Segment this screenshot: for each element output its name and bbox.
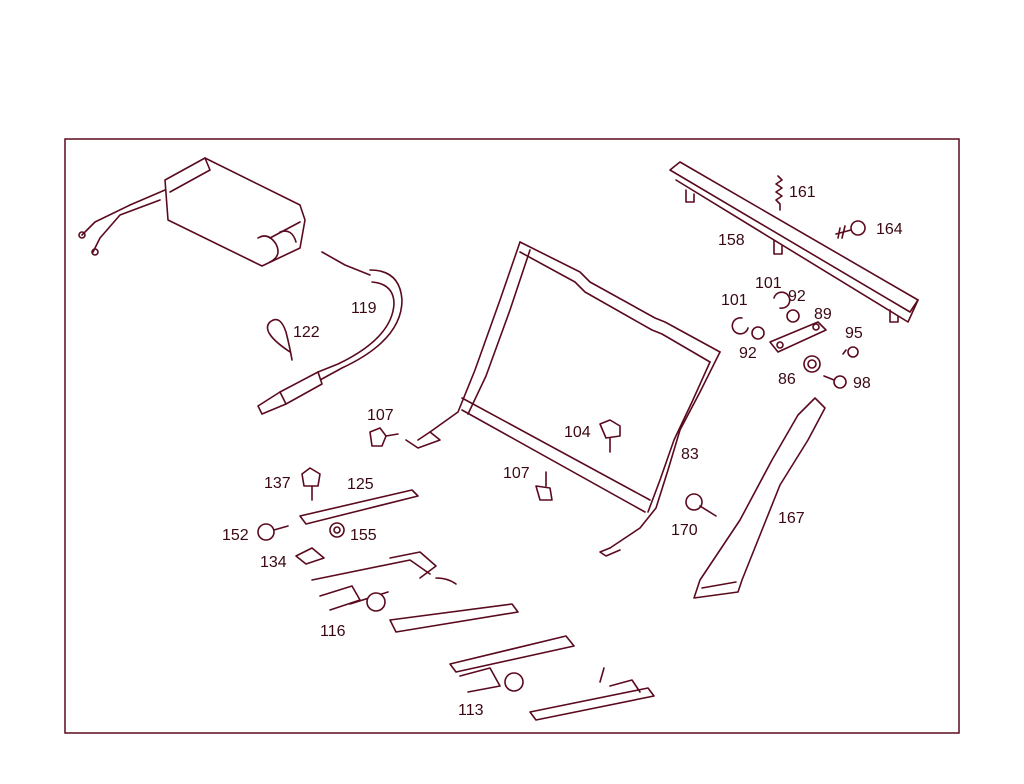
frame-part-83 (405, 241, 721, 557)
label-158: 158 (718, 232, 745, 249)
bolt-part-107a (369, 427, 399, 447)
label-152: 152 (222, 527, 249, 544)
trim-part-167 (693, 397, 826, 599)
bolt-part-152 (257, 523, 289, 541)
label-125: 125 (347, 476, 374, 493)
strip-part-125 (299, 489, 419, 525)
track-part-113 (449, 635, 655, 721)
bolt-part-104 (599, 419, 621, 453)
label-98: 98 (853, 375, 871, 392)
label-92-upper: 92 (788, 288, 806, 305)
label-101-lower: 101 (721, 292, 748, 309)
small-parts-group (731, 291, 859, 389)
label-95: 95 (845, 325, 863, 342)
label-89: 89 (814, 306, 832, 323)
screw-part-170 (685, 493, 717, 517)
label-83: 83 (681, 446, 699, 463)
label-134: 134 (260, 554, 287, 571)
label-164: 164 (876, 221, 903, 238)
label-86: 86 (778, 371, 796, 388)
bolt-part-107b (535, 471, 553, 501)
label-119: 119 (351, 300, 377, 317)
track-part-116 (311, 551, 519, 633)
diagram-border (64, 138, 960, 734)
clip-part-122 (266, 318, 293, 361)
label-161: 161 (789, 184, 816, 201)
label-170: 170 (671, 522, 698, 539)
cable-part-119 (257, 251, 403, 415)
label-155: 155 (350, 527, 377, 544)
label-122: 122 (293, 324, 320, 341)
spring-part-161 (775, 175, 783, 211)
label-101-upper: 101 (755, 275, 782, 292)
label-107-upper: 107 (367, 407, 394, 424)
label-113: 113 (458, 702, 484, 719)
label-92-lower: 92 (739, 345, 757, 362)
nut-part-155 (329, 522, 345, 538)
label-167: 167 (778, 510, 805, 527)
screw-part-164 (835, 220, 866, 239)
clip-part-134 (295, 547, 325, 565)
label-116: 116 (320, 623, 346, 640)
label-107-lower: 107 (503, 465, 530, 482)
rail-part-158 (669, 161, 919, 323)
label-137: 137 (264, 475, 291, 492)
label-104: 104 (564, 424, 591, 441)
bolt-part-137 (301, 467, 321, 501)
motor-unit-part (78, 157, 306, 267)
